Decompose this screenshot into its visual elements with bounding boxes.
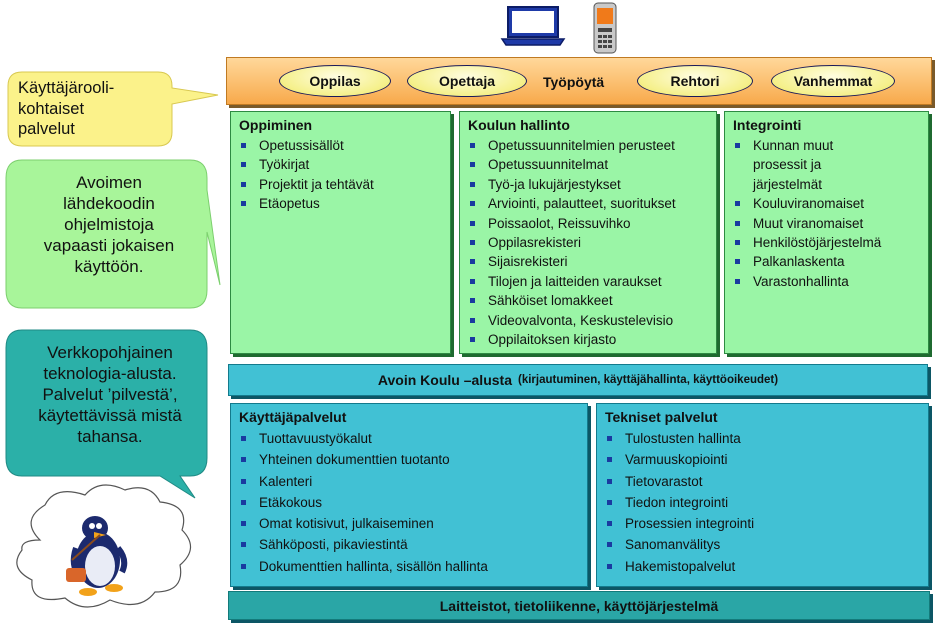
list-item: Hakemistopalvelut <box>605 556 920 577</box>
penguin-icon <box>66 516 128 596</box>
user-services-box: Käyttäjäpalvelut Tuottavuustyökalut Yhte… <box>230 403 588 587</box>
bubble-line: Verkkopohjainen <box>47 343 173 362</box>
role-desktop-bar: Oppilas Opettaja Työpöytä Rehtori Vanhem… <box>226 57 932 105</box>
list-item: Sanomanvälitys <box>605 534 920 555</box>
bubble-teal-shape <box>5 329 208 499</box>
list-item: Videovalvonta, Keskustelevisio <box>468 311 708 330</box>
bubble-role-services-text: Käyttäjärooli- kohtaiset palvelut <box>18 78 168 140</box>
list-item: Prosessien integrointi <box>605 513 920 534</box>
list-item: Etäopetus <box>239 194 442 213</box>
list-item: Tulostusten hallinta <box>605 428 920 449</box>
platform-title: Avoin Koulu –alusta <box>377 372 512 388</box>
bubble-line: ohjelmistoja <box>64 215 154 234</box>
school-admin-list: Opetussuunnitelmien perusteet Opetussuun… <box>468 136 708 349</box>
learning-title: Oppiminen <box>239 117 313 133</box>
role-pill-teacher[interactable]: Opettaja <box>407 65 527 97</box>
callout-shapes <box>5 71 221 608</box>
list-item: Työ-ja lukujärjestykset <box>468 175 708 194</box>
list-item: Arviointi, palautteet, suoritukset <box>468 194 708 213</box>
list-item: Palkanlaskenta <box>733 252 920 271</box>
list-item: Sijaisrekisteri <box>468 252 708 271</box>
list-item: Opetussisällöt <box>239 136 442 155</box>
list-item: Opetussuunnitelmat <box>468 155 708 174</box>
bubble-line: lähdekoodin <box>63 194 155 213</box>
bubble-line: kohtaiset <box>18 99 85 118</box>
list-item: Dokumenttien hallinta, sisällön hallinta <box>239 556 579 577</box>
technical-services-box: Tekniset palvelut Tulostusten hallinta V… <box>596 403 929 587</box>
bubble-line: Palvelut ’pilvestä’, <box>42 385 178 404</box>
list-item: Varastonhallinta <box>733 272 920 291</box>
integration-title: Integrointi <box>733 117 802 133</box>
bubble-line: käytettävissä mistä <box>38 406 182 425</box>
bubble-line: Käyttäjärooli- <box>18 79 115 97</box>
school-admin-box: Koulun hallinto Opetussuunnitelmien peru… <box>459 111 717 354</box>
learning-list: Opetussisällöt Työkirjat Projektit ja te… <box>239 136 442 214</box>
school-admin-title: Koulun hallinto <box>468 117 570 133</box>
list-item: Kunnan muut prosessit ja järjestelmät <box>733 136 920 194</box>
bubble-green-shape <box>5 159 221 309</box>
role-pill-parents[interactable]: Vanhemmat <box>771 65 895 97</box>
list-item: Sähköiset lomakkeet <box>468 291 708 310</box>
list-item: Oppilaitoksen kirjasto <box>468 330 708 349</box>
bubble-line: teknologia-alusta. <box>43 364 177 383</box>
bubble-line: käyttöön. <box>74 257 144 276</box>
bubble-cloud-text: Verkkopohjainen teknologia-alusta. Palve… <box>12 342 208 447</box>
list-item: Työkirjat <box>239 155 442 174</box>
learning-box: Oppiminen Opetussisällöt Työkirjat Proje… <box>230 111 451 354</box>
role-pill-student[interactable]: Oppilas <box>279 65 391 97</box>
list-item: Yhteinen dokumenttien tuotanto <box>239 449 579 470</box>
laptop-icon <box>500 6 566 46</box>
bubble-yellow-shape <box>7 71 219 147</box>
hardware-bar: Laitteistot, tietoliikenne, käyttöjärjes… <box>228 591 930 620</box>
bubble-line: vapaasti jokaisen <box>43 236 175 255</box>
list-item: Muut viranomaiset <box>733 214 920 233</box>
list-item: Tuottavuustyökalut <box>239 428 579 449</box>
user-services-list: Tuottavuustyökalut Yhteinen dokumenttien… <box>239 428 579 577</box>
bubble-line: Avoimen <box>76 173 142 192</box>
bubble-line: tahansa. <box>77 427 143 446</box>
integration-list: Kunnan muut prosessit ja järjestelmät Ko… <box>733 136 920 291</box>
list-item: Kouluviranomaiset <box>733 194 920 213</box>
user-services-title: Käyttäjäpalvelut <box>239 409 347 425</box>
list-item: Sähköposti, pikaviestintä <box>239 534 579 555</box>
role-pill-principal[interactable]: Rehtori <box>637 65 753 97</box>
list-item: Projektit ja tehtävät <box>239 175 442 194</box>
technical-services-title: Tekniset palvelut <box>605 409 718 425</box>
list-item: Varmuuskopiointi <box>605 449 920 470</box>
list-item: Tietovarastot <box>605 471 920 492</box>
list-item: Kalenteri <box>239 471 579 492</box>
list-item: Poissaolot, Reissuvihko <box>468 214 708 233</box>
mobile-phone-icon <box>593 2 617 54</box>
integration-box: Integrointi Kunnan muut prosessit ja jär… <box>724 111 929 354</box>
list-item: Tilojen ja laitteiden varaukset <box>468 272 708 291</box>
technical-services-list: Tulostusten hallinta Varmuuskopiointi Ti… <box>605 428 920 577</box>
bubble-line: palvelut <box>18 120 75 138</box>
list-item: Tiedon integrointi <box>605 492 920 513</box>
list-item: Oppilasrekisteri <box>468 233 708 252</box>
platform-bar: Avoin Koulu –alusta (kirjautuminen, käyt… <box>228 364 928 396</box>
list-item: Omat kotisivut, julkaiseminen <box>239 513 579 534</box>
list-item: Henkilöstöjärjestelmä <box>733 233 920 252</box>
list-item: Etäkokous <box>239 492 579 513</box>
bubble-open-source-text: Avoimen lähdekoodin ohjelmistoja vapaast… <box>14 172 204 277</box>
platform-subtitle: (kirjautuminen, käyttäjähallinta, käyttö… <box>517 374 779 386</box>
desktop-label: Työpöytä <box>543 74 605 90</box>
list-item: Opetussuunnitelmien perusteet <box>468 136 708 155</box>
